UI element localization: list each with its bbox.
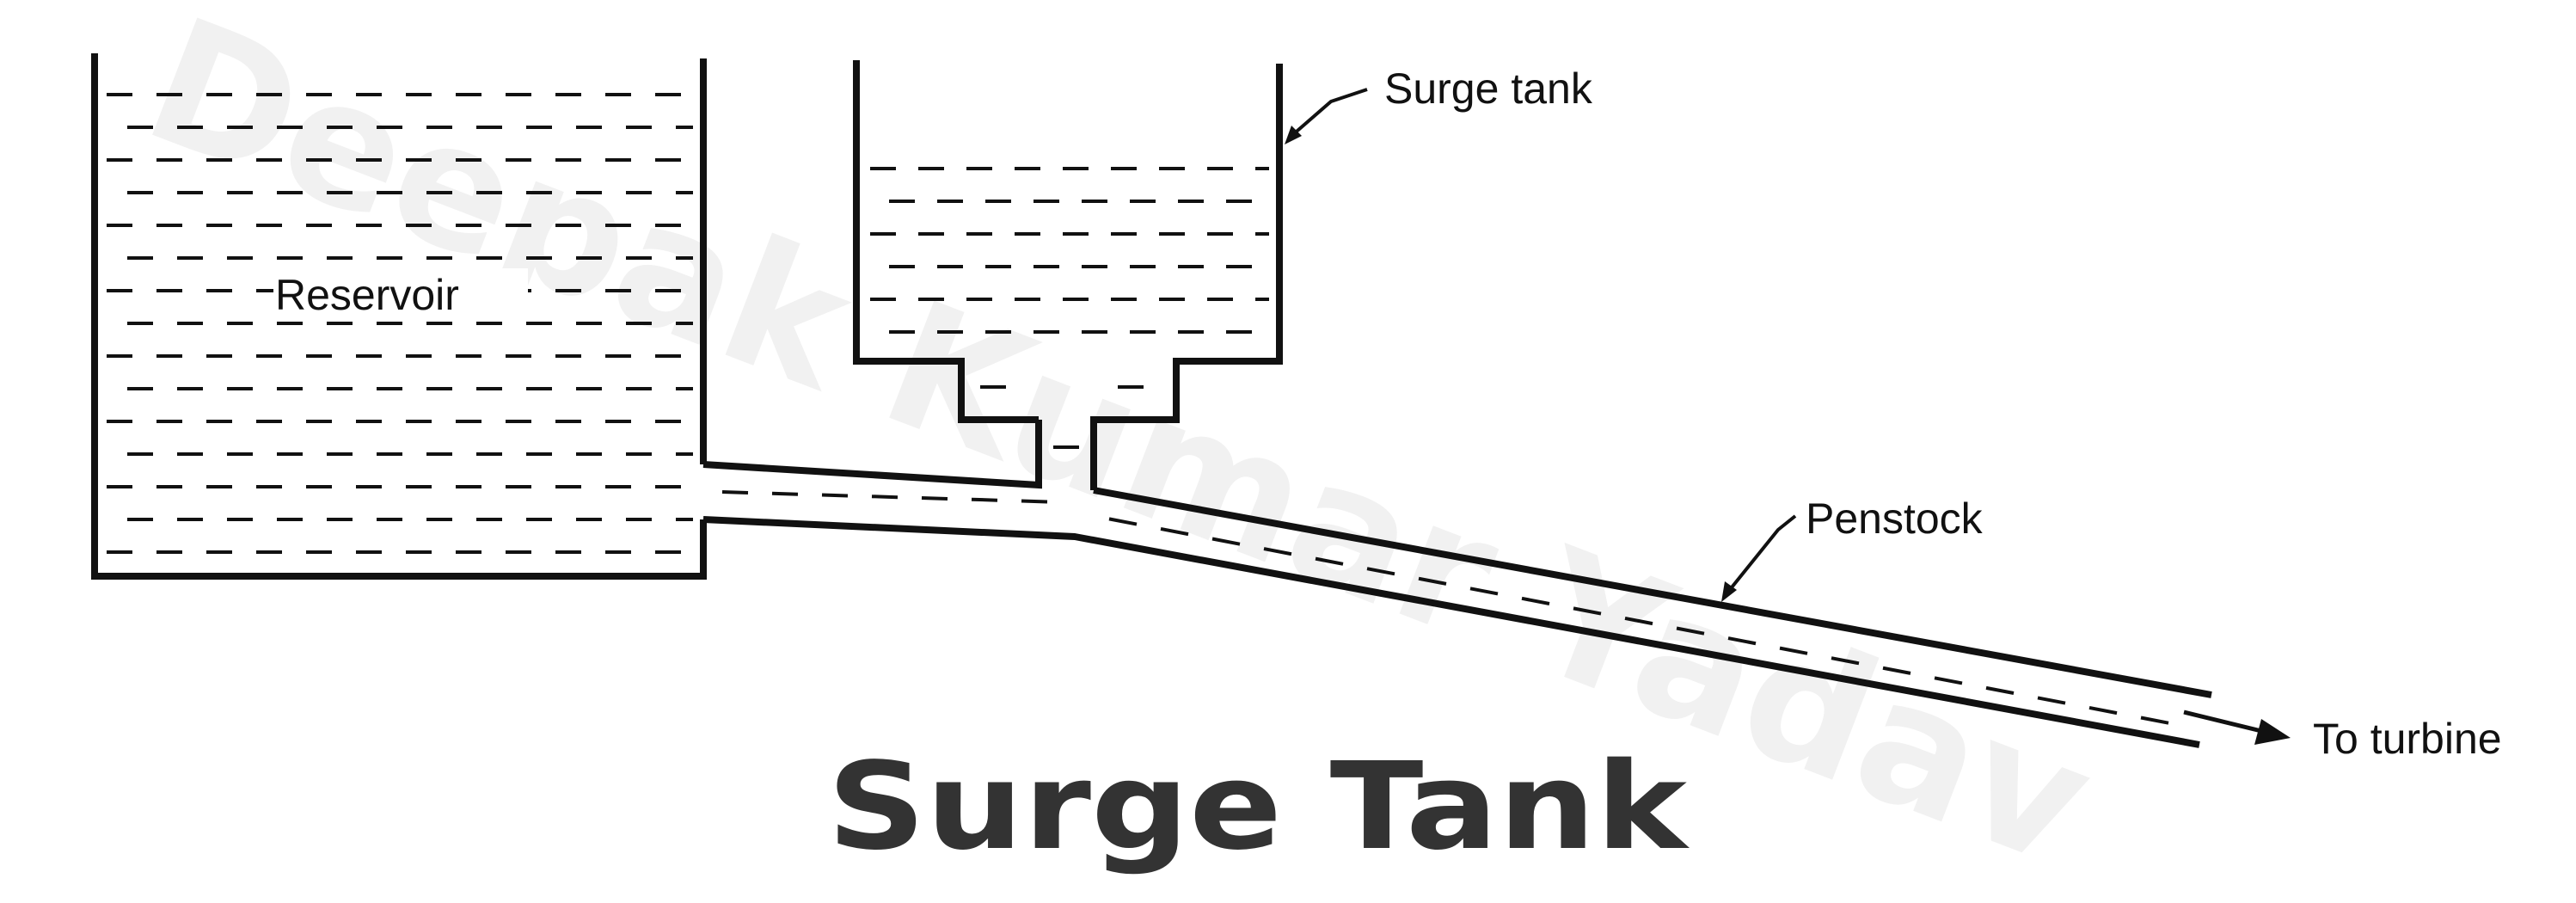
diagram-title: Surge Tank <box>827 737 1690 877</box>
water-dash <box>1315 556 1344 566</box>
water-dash <box>2140 716 2169 725</box>
to-turbine-label: To turbine <box>2313 715 2502 763</box>
flow-arrow-line <box>2183 710 2262 734</box>
penstock-water <box>721 490 2169 725</box>
surge-tank-leader-arrowhead <box>1285 126 1302 144</box>
penstock-leader-arrowhead <box>1721 581 1737 602</box>
water-dash <box>921 495 948 501</box>
water-dash <box>721 490 749 494</box>
surge-tank-label: Surge tank <box>1384 64 1593 113</box>
conduit-top <box>702 420 1042 489</box>
surge-tank-leader <box>1290 88 1368 138</box>
water-dash <box>1366 567 1395 576</box>
water-dash <box>1263 547 1292 556</box>
water-dash <box>971 497 998 502</box>
water-dash <box>1469 587 1499 596</box>
surge-tank-left <box>853 60 1039 423</box>
water-dash <box>1727 636 1757 646</box>
water-dash <box>1624 616 1653 626</box>
water-dash <box>1108 517 1138 526</box>
penstock-top <box>1093 487 2212 698</box>
water-dash <box>2088 705 2118 716</box>
penstock-label: Penstock <box>1806 494 1984 543</box>
water-dash <box>871 494 899 500</box>
water-dash <box>1418 576 1447 586</box>
water-dash <box>1676 626 1705 636</box>
penstock-bottom <box>702 516 2200 748</box>
water-dash <box>1831 656 1860 666</box>
penstock-leader <box>1727 514 1797 593</box>
surge-tank-right <box>1090 64 1283 490</box>
water-dash <box>1779 646 1808 655</box>
water-dash <box>1573 606 1602 616</box>
reservoir-water <box>107 93 693 554</box>
surge-tank-water <box>870 167 1269 449</box>
water-dash <box>2037 696 2066 705</box>
water-dash <box>1882 666 1911 675</box>
water-dash <box>1160 526 1189 537</box>
water-dash <box>1934 676 1963 685</box>
reservoir-walls <box>91 53 707 580</box>
reservoir-label: Reservoir <box>275 271 459 319</box>
water-dash <box>1211 537 1241 546</box>
flow-arrow-head <box>2254 719 2291 745</box>
water-dash <box>1985 685 2015 695</box>
water-dash <box>821 493 849 498</box>
water-dash <box>1521 596 1550 605</box>
